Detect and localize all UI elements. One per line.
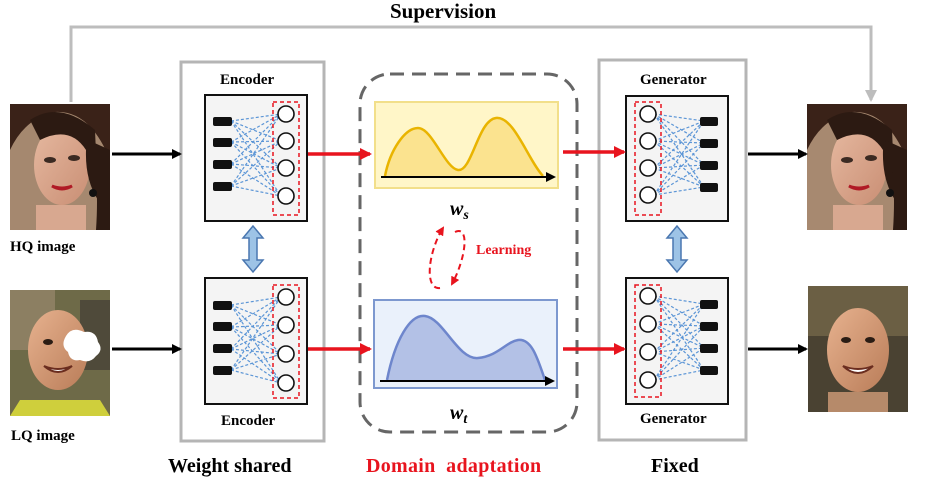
wt-letter: w: [450, 402, 464, 424]
encoder-bottom-label: Encoder: [221, 413, 276, 429]
fixed-label: Fixed: [651, 455, 699, 477]
source-distribution-curve: [383, 116, 544, 177]
wt-symbol: wt: [450, 402, 467, 428]
generator-top: [625, 95, 729, 222]
lq-image: [10, 290, 110, 416]
ws-letter: w: [450, 198, 464, 220]
learning-loop-arrows: [428, 226, 466, 289]
target-distribution-panel: [373, 299, 558, 389]
source-distribution-fill: [385, 117, 543, 176]
domain-adaptation-box: [358, 72, 579, 434]
encoder-bottom: [204, 277, 308, 405]
generator-top-connections: [653, 113, 705, 196]
supervision-arrow: [69, 25, 877, 102]
hq-image: [10, 104, 110, 230]
weight-shared-box: [179, 60, 326, 443]
generator-top-label: Generator: [640, 72, 707, 88]
wt-subscript: t: [463, 412, 468, 427]
weight-shared-label: Weight shared: [168, 455, 292, 477]
output-image-bottom: [808, 286, 908, 412]
generator-bottom-label: Generator: [640, 411, 707, 427]
encoder-top-label: Encoder: [220, 72, 275, 88]
ws-subscript: s: [463, 208, 469, 223]
source-distribution-panel: [374, 101, 559, 189]
ws-symbol: ws: [450, 198, 469, 224]
fixed-box: [597, 58, 748, 442]
target-distribution-fill: [387, 315, 545, 380]
output-image-top: [807, 104, 907, 230]
encoder-top: [204, 94, 308, 222]
fixed-double-arrow: [665, 224, 689, 274]
weight-shared-double-arrow: [241, 224, 265, 274]
supervision-label: Supervision: [390, 0, 497, 23]
target-distribution-curve: [385, 314, 547, 381]
generator-bottom: [625, 277, 729, 405]
generator-bottom-connections: [653, 295, 705, 381]
hq-image-label: HQ image: [10, 239, 76, 255]
domain-adaptation-label: Domain adaptation: [366, 455, 542, 477]
lq-image-label: LQ image: [11, 428, 75, 444]
learning-label: Learning: [476, 243, 532, 258]
